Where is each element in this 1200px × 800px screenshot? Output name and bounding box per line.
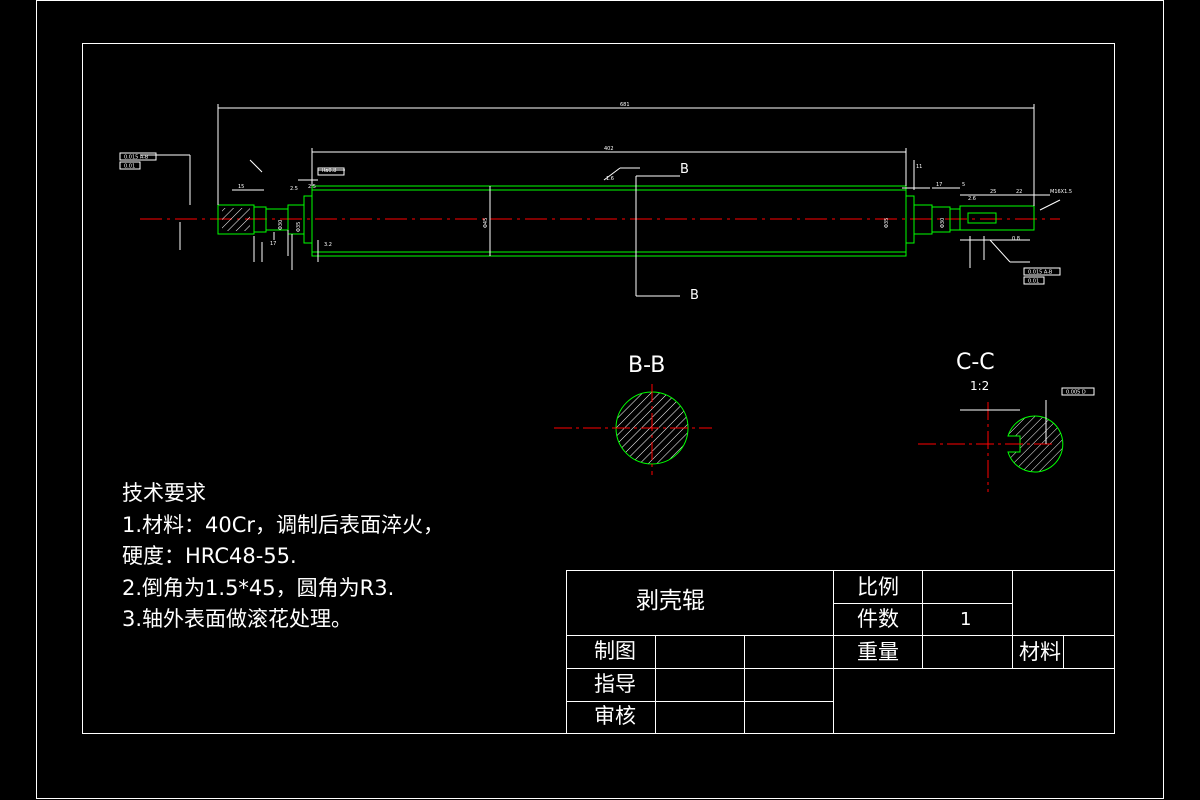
tolerance-frames (119, 152, 1095, 396)
svg-text:Φ30: Φ30 (940, 218, 946, 228)
weight-label: 重量 (857, 640, 899, 664)
outer-sheet-border (36, 0, 1164, 799)
svg-text:Φ35: Φ35 (884, 218, 890, 228)
left-end-hatch (222, 208, 250, 231)
svg-text:17: 17 (270, 241, 276, 247)
review-label: 审核 (594, 704, 636, 728)
tolerance-frame-texts: 0.015 A-B 0.01 0.015 A-B 0.01 0.005 D (124, 155, 1086, 396)
count-label: 件数 (857, 607, 899, 631)
dim-mid-length: 402 (604, 146, 614, 152)
shaft-main-view: B B 681 402 Φ45 15 Ra0.8 2.5 3.2 Φ35 Φ30… (119, 102, 1095, 396)
svg-text:15: 15 (238, 184, 244, 190)
section-bb: B-B (554, 353, 712, 475)
svg-text:0.8: 0.8 (1012, 236, 1020, 242)
section-cut-markers (635, 175, 680, 297)
cc-scale: 1:2 (970, 379, 989, 393)
notes-line-1: 1.材料：40Cr，调制后表面淬火， (122, 512, 445, 537)
svg-text:3.2: 3.2 (324, 242, 332, 248)
cc-title: C-C (956, 350, 995, 375)
svg-text:0.005 D: 0.005 D (1066, 390, 1086, 396)
technical-requirements: 技术要求 1.材料：40Cr，调制后表面淬火， 硬度：HRC48-55. 2.倒… (122, 478, 444, 636)
svg-text:Φ30: Φ30 (278, 220, 284, 230)
bb-title: B-B (628, 353, 665, 378)
svg-text:0.01: 0.01 (1028, 279, 1039, 285)
notes-line-3: 2.倒角为1.5*45，圆角为R3. (122, 575, 395, 600)
svg-text:5: 5 (962, 182, 965, 188)
part-name: 剥壳辊 (636, 588, 705, 614)
svg-text:2.6: 2.6 (968, 196, 976, 202)
scale-label: 比例 (857, 575, 899, 599)
drawn-label: 制图 (594, 639, 636, 663)
notes-line-2: 硬度：HRC48-55. (122, 544, 297, 568)
section-cc: C-C 1:2 (918, 350, 1064, 492)
svg-text:0.015 A-B: 0.015 A-B (1028, 270, 1053, 276)
shaft-outline (217, 185, 1035, 257)
small-dim-labels: 15 Ra0.8 2.5 3.2 Φ35 Φ30 17 2.5 11 Φ35 Φ… (238, 164, 1072, 248)
cut-label-top: B (680, 162, 689, 177)
notes-heading: 技术要求 (122, 481, 206, 505)
dim-total-length: 681 (620, 102, 630, 108)
title-block-grid (566, 570, 1115, 734)
svg-text:0.015 A-B: 0.015 A-B (124, 155, 149, 161)
material-label: 材料 (1019, 640, 1061, 664)
cut-label-bottom: B (690, 288, 699, 303)
dimension-lines (140, 104, 1061, 270)
guide-label: 指导 (594, 672, 636, 696)
svg-text:0.01: 0.01 (124, 164, 135, 170)
svg-text:25: 25 (990, 189, 996, 195)
svg-text:Ra0.8: Ra0.8 (322, 168, 336, 174)
svg-text:2.5: 2.5 (290, 186, 298, 192)
svg-text:M16X1.5: M16X1.5 (1050, 189, 1072, 195)
svg-text:17: 17 (936, 182, 942, 188)
dim-main-diameter: Φ45 (483, 218, 489, 228)
svg-text:Φ35: Φ35 (296, 222, 302, 232)
svg-text:11: 11 (916, 164, 922, 170)
svg-text:1.6: 1.6 (606, 176, 614, 182)
svg-text:22: 22 (1016, 189, 1022, 195)
notes-line-4: 3.轴外表面做滚花处理。 (122, 607, 353, 631)
svg-text:2.5: 2.5 (308, 184, 316, 190)
count-value: 1 (960, 609, 972, 630)
